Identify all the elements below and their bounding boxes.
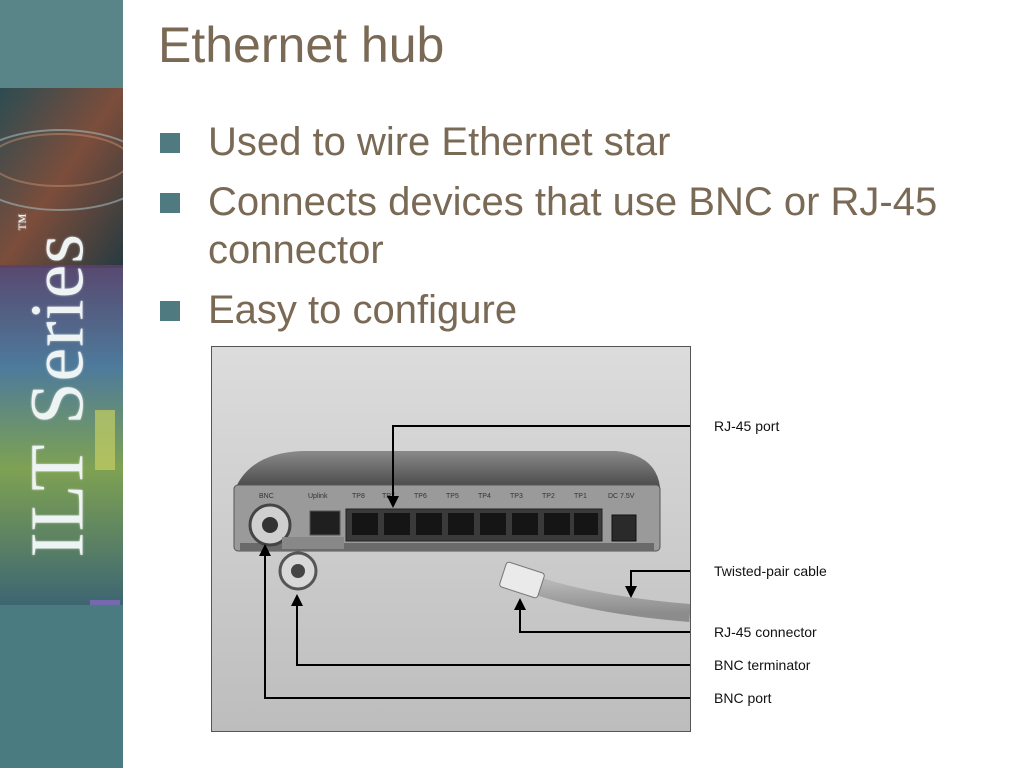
slide-title: Ethernet hub xyxy=(158,17,445,73)
callout-label-bnc-terminator: BNC terminator xyxy=(714,657,811,673)
rj45-ports xyxy=(309,508,603,542)
ilt-series-logo: ILT Series™ xyxy=(14,212,100,558)
port-label: TP2 xyxy=(542,493,555,500)
hub-photo: BNC Uplink TP8 TP7 TP6 TP5 TP4 TP3 TP2 T… xyxy=(211,346,691,732)
callout-label-rj45-connector: RJ-45 connector xyxy=(714,624,817,640)
port-label: TP8 xyxy=(352,493,365,500)
callout-label-twisted-pair: Twisted-pair cable xyxy=(714,563,827,579)
bullet-square-icon xyxy=(160,301,180,321)
dc-jack xyxy=(611,514,637,542)
port-label: TP5 xyxy=(446,493,459,500)
port-label: TP6 xyxy=(414,493,427,500)
callout-label-rj45-port: RJ-45 port xyxy=(714,418,779,434)
bullet-item: Used to wire Ethernet star xyxy=(158,118,938,166)
hub-top xyxy=(236,451,660,487)
side-band: ILT Series™ xyxy=(0,0,123,768)
port-label: TP1 xyxy=(574,493,587,500)
port-label: TP3 xyxy=(510,493,523,500)
port-label: TP7 xyxy=(382,493,395,500)
port-label: TP4 xyxy=(478,493,491,500)
bullet-item: Connects devices that use BNC or RJ-45 c… xyxy=(158,178,938,274)
bullet-item: Easy to configure xyxy=(158,286,938,334)
port-label: BNC xyxy=(259,493,274,500)
callout-label-bnc-port: BNC port xyxy=(714,690,772,706)
bullet-list: Used to wire Ethernet star Connects devi… xyxy=(158,118,938,346)
port-label: DC 7.5V xyxy=(608,493,635,500)
hub-illustration: BNC Uplink TP8 TP7 TP6 TP5 TP4 TP3 TP2 T… xyxy=(212,347,690,731)
side-band-art xyxy=(0,0,123,768)
bullet-square-icon xyxy=(160,193,180,213)
port-label: Uplink xyxy=(308,493,328,500)
bullet-square-icon xyxy=(160,133,180,153)
